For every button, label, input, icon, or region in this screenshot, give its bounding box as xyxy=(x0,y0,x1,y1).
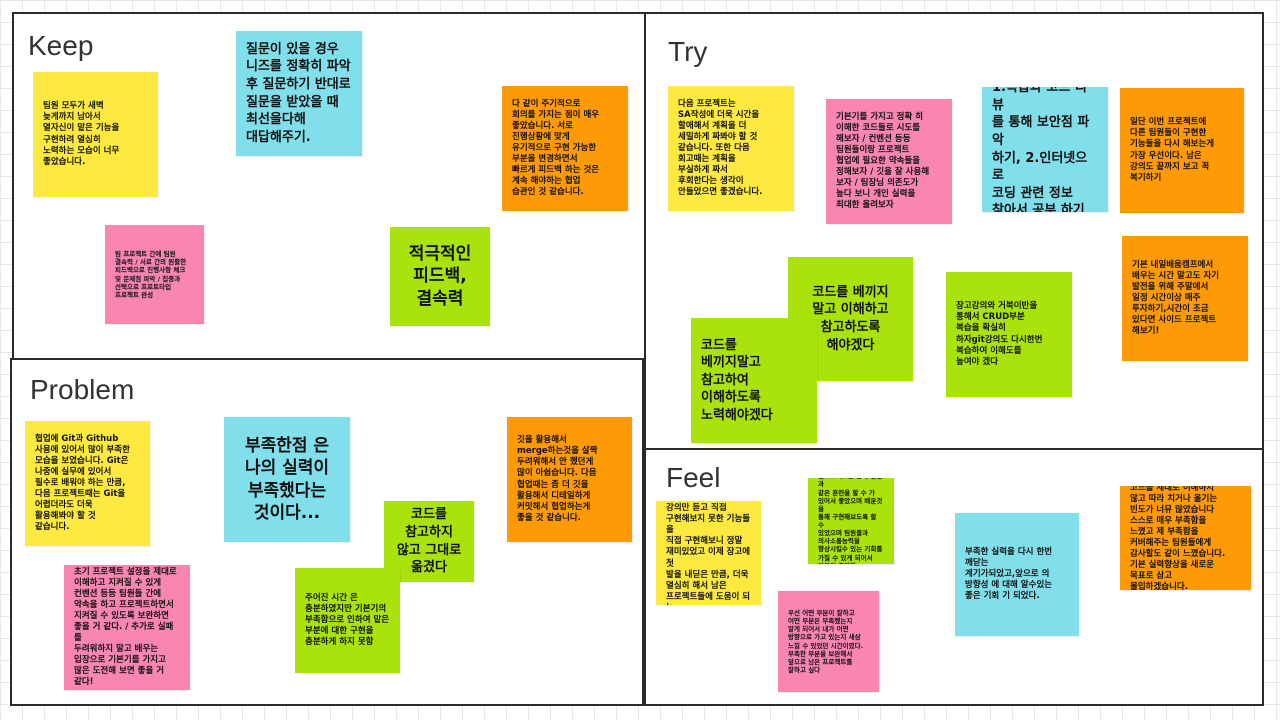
sticky-note-try-8[interactable]: 기본 내일배움캠프에서 배우는 시간 말고도 자기 발전을 위해 주말에서 일정… xyxy=(1122,236,1248,361)
keep-title: Keep xyxy=(28,30,94,61)
sticky-note-keep-5[interactable]: 적극적인 피드백, 결속력 xyxy=(390,227,490,326)
sticky-note-problem-1[interactable]: 협업에 Git과 Github 사용에 있어서 많이 부족한 모습을 보였습니다… xyxy=(25,421,150,546)
sticky-note-feel-3[interactable]: 부족한 실력을 다시 한번 깨닫는 계기가되었고,앞으로 의 방향성 에 대해 … xyxy=(955,513,1079,636)
sticky-note-feel-1[interactable]: 인생 첫 장고 프로젝트인데 강의만 듣고 직접 구현해보지 못한 기능들을 직… xyxy=(656,501,761,605)
sticky-note-problem-5[interactable]: 초기 프로젝트 설정을 제대로 이해하고 지켜질 수 있게 컨벤션 등등 팀원들… xyxy=(64,565,190,690)
sticky-note-problem-6[interactable]: 주어진 시간 은 충분하였지만 기본기의 부족함으로 인하여 맡은 부분에 대한… xyxy=(295,568,400,673)
sticky-note-feel-5[interactable]: 우선 어떤 부분이 잘하고 어떤 부분은 부족했는지 알게 되어서 내가 어떤 … xyxy=(778,591,879,692)
problem-title: Problem xyxy=(30,374,135,405)
try-title: Try xyxy=(668,36,708,67)
sticky-note-keep-4[interactable]: 팀 프로젝트 간에 팀원 결속력 / 서로 간의 원활한 피드백으로 진행사항 … xyxy=(105,225,204,324)
sticky-note-problem-2[interactable]: 부족한점 은 나의 실력이 부족했다는 것이다... xyxy=(224,417,350,542)
sticky-note-try-1[interactable]: 다음 프로젝트는 SA작성에 더욱 시간을 할애해서 계획을 더 세밀하게 짜봐… xyxy=(668,86,794,211)
sticky-note-problem-3[interactable]: 깃을 활용해서 merge하는것을 살짝 두려워해서 안 했던게 많이 아쉽습니… xyxy=(507,417,632,542)
sticky-note-try-2[interactable]: 기본기를 가지고 정확 히 이해한 코드들로 시도를 해보자 / 컨벤션 등등 … xyxy=(826,99,952,224)
sticky-note-keep-1[interactable]: 팀원 모두가 새벽 늦게까지 남아서 열자신이 맡은 기능을 구현하려 열심히 … xyxy=(33,72,158,197)
sticky-note-keep-2[interactable]: 질문이 있을 경우 니즈를 정확히 파악 후 질문하기 반대로 질문을 받았을 … xyxy=(236,31,362,156)
sticky-note-try-4[interactable]: 일단 이번 프로젝트에 다른 팀원들이 구현한 기능들을 다시 해보는게 가장 … xyxy=(1120,88,1244,213)
feel-title: Feel xyxy=(666,462,721,493)
sticky-note-feel-4[interactable]: 코드를 제대로 이해하지 않고 따라 치거나 옮기는 빈도가 너뮤 많았습니다 … xyxy=(1120,486,1251,590)
sticky-note-try-7[interactable]: 장고강의와 거북이반을 통해서 CRUD부분 복습을 확실히 하자git강의도 … xyxy=(946,272,1072,397)
sticky-note-keep-3[interactable]: 다 같이 주기적으로 회의를 가지는 점이 매우 좋았습니다. 서로 진행상황에… xyxy=(502,86,628,211)
sticky-note-try-3[interactable]: 1.복습과 코드 리뷰 를 통해 보안점 파악 하기, 2.인터넷으로 코딩 관… xyxy=(982,87,1108,212)
sticky-note-feel-2[interactable]: 팀프로젝트를 통해 실전과 같은 훈련을 할 수 가 있어서 좋았으며 배운것을… xyxy=(808,478,894,564)
sticky-note-problem-4[interactable]: 코드를 참고하지 않고 그대로 옮겼다 xyxy=(384,501,474,582)
sticky-note-try-6[interactable]: 코드를 베끼지말고 참고하여 이해하도록 노력해야겠다 xyxy=(691,318,817,443)
